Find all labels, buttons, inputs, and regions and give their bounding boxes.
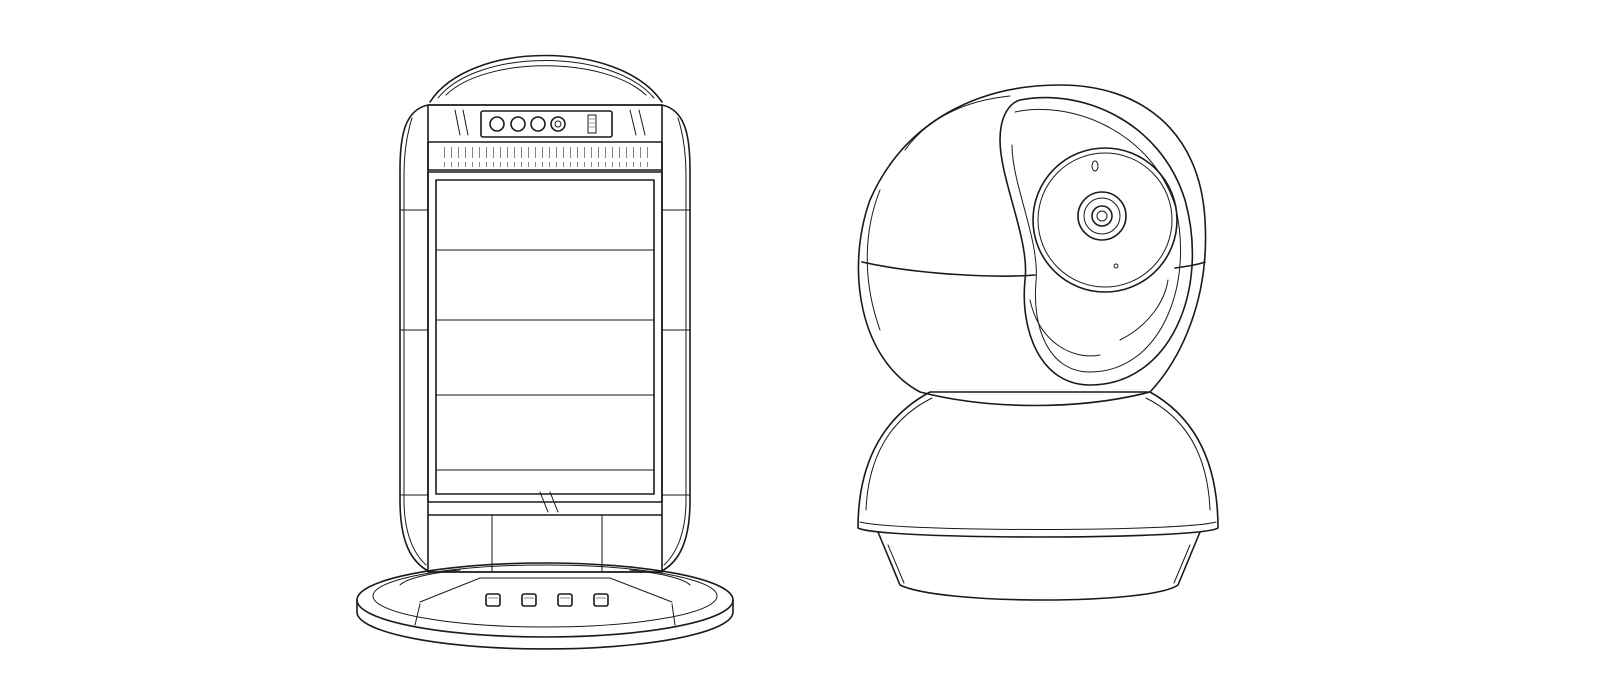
base-button	[593, 593, 609, 607]
camera-drawing	[857, 84, 1219, 601]
camera-base	[857, 391, 1219, 601]
heater-base	[356, 562, 734, 650]
heater-knobs	[489, 116, 566, 132]
heater-body	[399, 54, 691, 573]
heater-base-buttons	[485, 593, 609, 607]
base-button	[557, 593, 573, 607]
heater-drawing	[356, 54, 734, 650]
base-button	[485, 593, 501, 607]
base-button	[521, 593, 537, 607]
camera-head	[857, 84, 1207, 407]
